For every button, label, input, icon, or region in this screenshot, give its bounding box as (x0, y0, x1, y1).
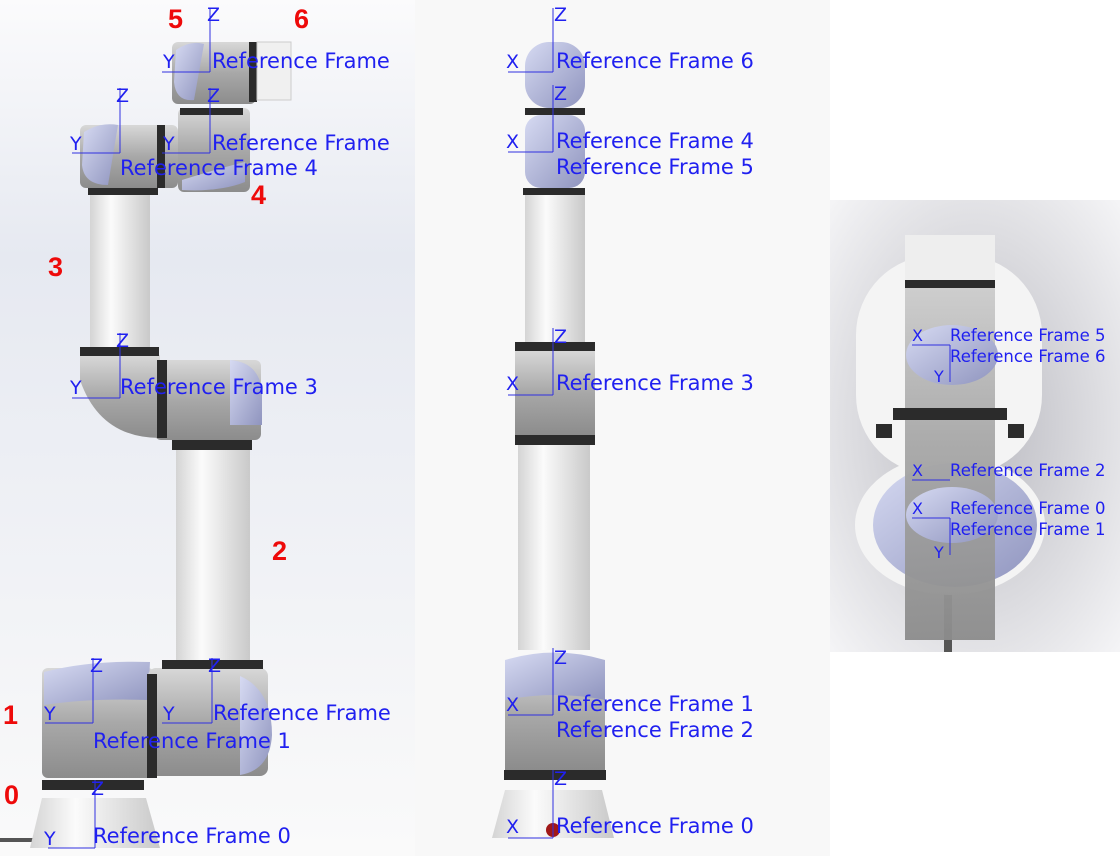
axis-z-label: Z (91, 778, 104, 800)
axis-z-label: Z (207, 4, 220, 26)
side-view-frame-labels: Reference Frame 0 Reference Frame 1 Refe… (93, 49, 391, 848)
top-view-panel (830, 200, 1120, 652)
frame-label: Reference Frame 5 (556, 155, 754, 179)
frame-label: Reference Frame 4 (556, 129, 754, 153)
frame-label: Reference Frame (212, 131, 390, 155)
joint-number-2: 2 (272, 536, 287, 566)
axis-z-label: Z (116, 330, 129, 352)
axis-x-label: X (506, 373, 519, 395)
axis-y-label: Y (69, 133, 82, 155)
side-view-arm (0, 41, 292, 848)
axis-y-label: Y (162, 133, 175, 155)
axis-x-label: X (506, 816, 519, 838)
axis-z-label: Z (554, 83, 567, 105)
frame-label: Reference Frame (213, 701, 391, 725)
axis-y-label: Y (933, 543, 944, 562)
frame-label: Reference Frame 5 (950, 326, 1106, 345)
axis-z-label: Z (207, 85, 220, 107)
frame-label: Reference Frame 6 (556, 49, 754, 73)
axes (45, 8, 951, 849)
axis-z-label: Z (554, 4, 567, 26)
axis-z-label: Z (554, 768, 567, 790)
axis-x-label: X (506, 131, 519, 153)
joint-number-5: 5 (168, 4, 183, 34)
frame-label: Reference Frame 1 (556, 692, 754, 716)
joint-numbers: 0 1 2 3 4 5 6 (3, 4, 309, 810)
axis-y-label: Y (933, 367, 944, 386)
axis-y-label: Y (43, 828, 56, 850)
joint-number-1: 1 (3, 700, 18, 730)
top-view-frame-labels: Reference Frame 0 Reference Frame 1 Refe… (950, 326, 1106, 539)
frame-label: Reference Frame 6 (950, 347, 1106, 366)
frame-label: Reference Frame 1 (950, 520, 1106, 539)
frame-label: Reference Frame 0 (93, 824, 291, 848)
axis-y-label: Y (69, 377, 82, 399)
joint-number-6: 6 (294, 4, 309, 34)
front-view-arm (492, 42, 614, 838)
frame-label: Reference Frame 2 (556, 718, 754, 742)
axis-y-label: Y (162, 703, 175, 725)
frame-label: Reference Frame 2 (950, 461, 1106, 480)
frame-label: Reference Frame 0 (556, 814, 754, 838)
frame-label: Reference Frame 3 (120, 375, 318, 399)
frame-label: Reference Frame 0 (950, 499, 1106, 518)
top-view-axis-labels: X Y X X Y (912, 326, 944, 562)
axis-z-label: Z (208, 655, 221, 677)
joint-number-0: 0 (4, 780, 19, 810)
axis-y-label: Y (162, 51, 175, 73)
frame-label: Reference Frame 1 (93, 729, 291, 753)
front-view-background (415, 0, 830, 856)
axis-x-label: X (506, 694, 519, 716)
frame-label: Reference Frame 4 (120, 156, 318, 180)
front-view-axis-labels: Z X Z X Z X Z X Z X (506, 4, 567, 838)
frame-label: Reference Frame (212, 49, 390, 73)
joint-number-4: 4 (251, 180, 266, 210)
axis-z-label: Z (554, 647, 567, 669)
axis-y-label: Y (43, 703, 56, 725)
axis-x-label: X (912, 499, 923, 518)
axis-x-label: X (506, 51, 519, 73)
joint-number-3: 3 (48, 252, 63, 282)
axis-z-label: Z (90, 655, 103, 677)
side-view-axis-labels: Z Y Z Y Z Y Z Y Z Y Z Y Z Y (43, 4, 221, 850)
axis-x-label: X (912, 326, 923, 345)
frame-label: Reference Frame 3 (556, 371, 754, 395)
axis-z-label: Z (116, 85, 129, 107)
axis-x-label: X (912, 461, 923, 480)
front-view-frame-labels: Reference Frame 0 Reference Frame 1 Refe… (556, 49, 754, 838)
axis-z-label: Z (554, 326, 567, 348)
